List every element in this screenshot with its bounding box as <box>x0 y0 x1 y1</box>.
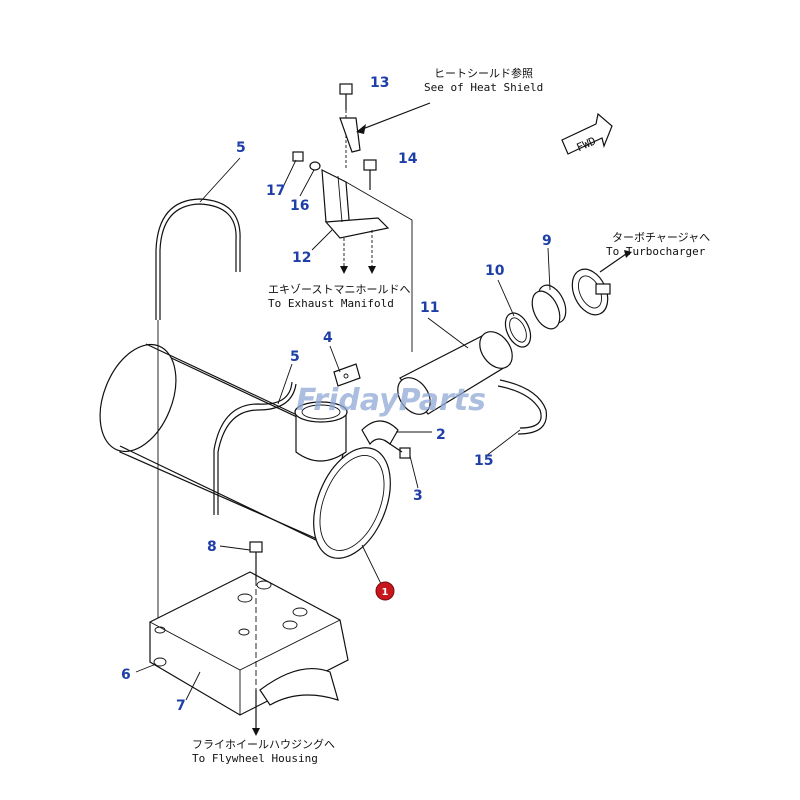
note-heat-shield-en: See of Heat Shield <box>424 81 543 94</box>
note-heat-shield-jp: ヒートシールド参照 <box>434 66 533 80</box>
muffler-body <box>99 343 391 559</box>
callout-8: 8 <box>207 539 217 555</box>
callout-2: 2 <box>436 427 446 443</box>
washer-16 <box>309 161 321 171</box>
u-bolt-15 <box>497 379 548 435</box>
callout-5-upper: 5 <box>236 140 246 156</box>
bolt-3 <box>383 439 411 459</box>
note-turbocharger-en: To Turbocharger <box>606 245 706 258</box>
nut-17 <box>292 151 304 162</box>
main-part-label: 1 <box>382 587 389 598</box>
exhaust-pipe <box>397 331 513 415</box>
callout-4: 4 <box>323 330 333 346</box>
gasket-10 <box>504 312 532 348</box>
u-bolt-lower <box>213 381 297 515</box>
adapter-9 <box>531 284 567 330</box>
callout-14: 14 <box>398 151 418 167</box>
callout-17: 17 <box>266 183 285 199</box>
heat-shield-bracket <box>321 168 390 274</box>
callout-12: 12 <box>292 250 311 266</box>
callout-16: 16 <box>290 198 309 214</box>
clamp-2 <box>361 420 399 446</box>
note-flywheel-en: To Flywheel Housing <box>192 752 318 765</box>
plate-4 <box>333 363 361 387</box>
main-part-badge: 1 <box>375 581 395 601</box>
watermark-logo: FridayParts <box>296 383 486 418</box>
u-bolt-upper <box>155 198 241 320</box>
v-band-clamp <box>571 268 611 316</box>
bolt-14 <box>363 159 377 190</box>
callout-9: 9 <box>542 233 552 249</box>
callout-5-lower: 5 <box>290 349 300 365</box>
heat-shield-clip <box>339 117 361 153</box>
note-flywheel-jp: フライホイールハウジングへ <box>192 737 335 751</box>
note-exhaust-manifold-jp: エキゾーストマニホールドへ <box>268 283 410 296</box>
leader-lines <box>135 157 551 701</box>
callout-3: 3 <box>413 488 423 504</box>
callout-15: 15 <box>474 453 493 469</box>
callout-13: 13 <box>370 75 389 91</box>
callout-6: 6 <box>121 667 131 683</box>
callout-7: 7 <box>176 698 186 714</box>
callout-10: 10 <box>485 263 505 279</box>
mounting-bracket <box>149 571 349 716</box>
callout-11: 11 <box>420 300 439 316</box>
bolt-8 <box>249 541 263 720</box>
note-turbocharger-jp: ターボチャージャへ <box>612 231 710 244</box>
forward-arrow-icon <box>561 112 613 155</box>
note-exhaust-manifold-en: To Exhaust Manifold <box>268 297 394 310</box>
